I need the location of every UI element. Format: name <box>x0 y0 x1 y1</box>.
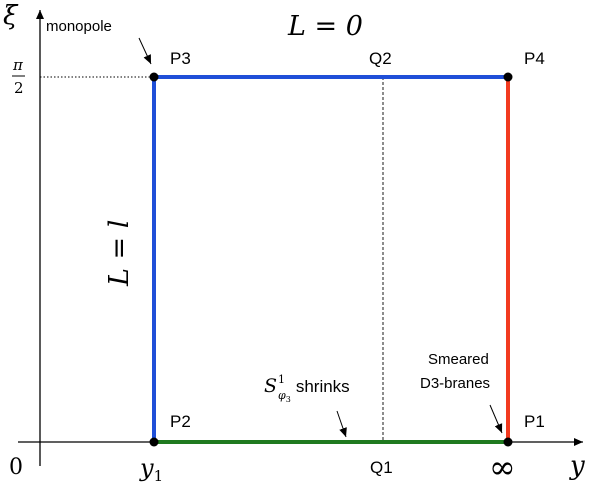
smeared-annotation-line2: D3-branes <box>420 375 490 392</box>
origin-label: 0 <box>9 455 23 480</box>
y-axis-label: ξ <box>3 1 19 31</box>
tick-infinity: ∞ <box>489 448 516 486</box>
point-p1-dot <box>503 437 513 447</box>
label-p1: P1 <box>524 412 545 431</box>
label-p2: P2 <box>170 412 191 431</box>
label-q1: Q1 <box>370 458 393 477</box>
shrinks-arrow <box>336 410 347 438</box>
tick-pi-denominator: 2 <box>14 79 24 97</box>
tick-y1: y1 <box>139 454 163 485</box>
tick-pi-numerator: π <box>12 56 24 74</box>
top-edge-label: L = 0 <box>287 11 363 42</box>
point-p2-dot <box>149 437 159 447</box>
monopole-annotation: monopole <box>46 18 112 35</box>
label-p4: P4 <box>524 49 545 68</box>
point-p4-dot <box>503 72 513 82</box>
label-q2: Q2 <box>369 49 392 68</box>
x-axis-label: y <box>569 451 585 481</box>
smeared-annotation-line1: Smeared <box>428 351 489 368</box>
left-edge-label: L = l <box>104 220 135 287</box>
smeared-arrow <box>489 404 503 434</box>
monopole-arrow <box>138 37 152 65</box>
label-p3: P3 <box>170 49 191 68</box>
point-p3-dot <box>149 72 159 82</box>
